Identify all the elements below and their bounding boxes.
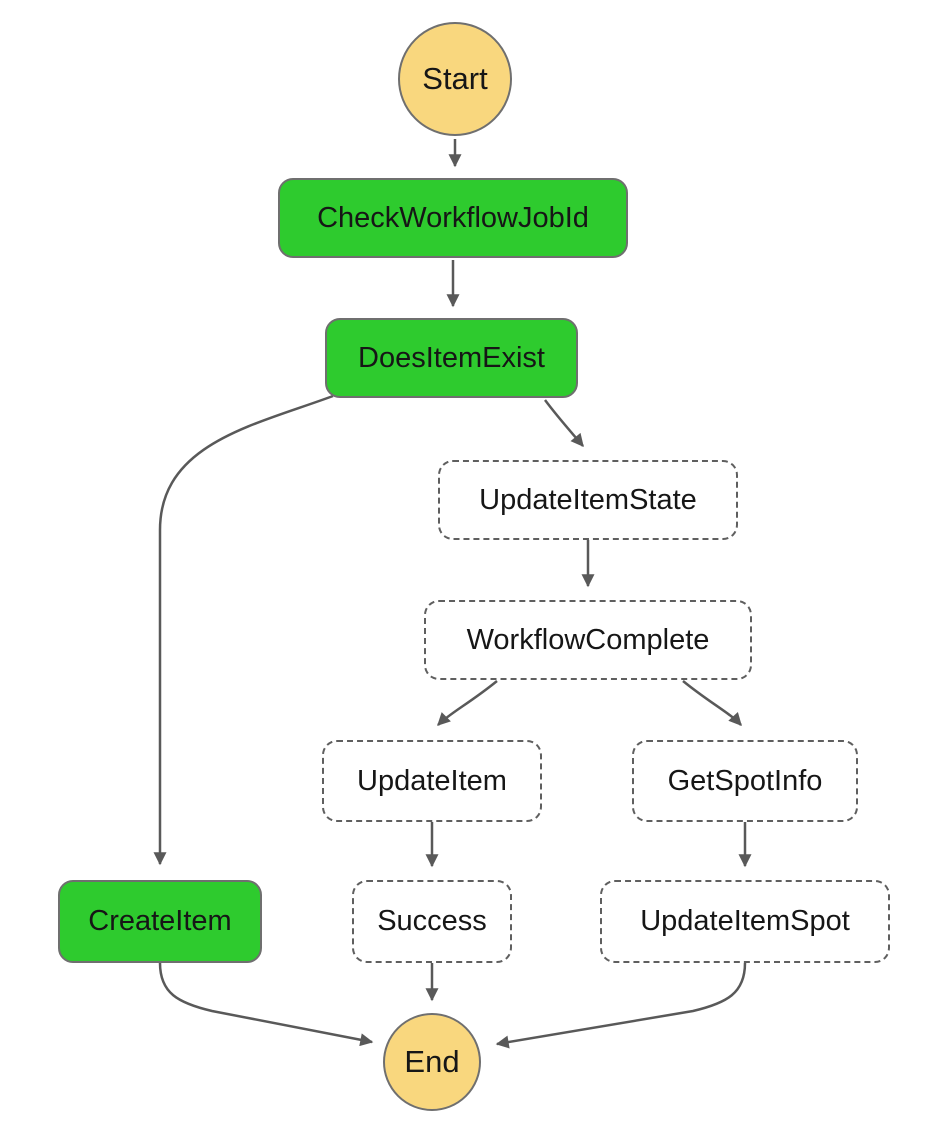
node-doesitemexist[interactable]: DoesItemExist xyxy=(325,318,578,398)
node-getspotinfo[interactable]: GetSpotInfo xyxy=(632,740,858,822)
node-createitem[interactable]: CreateItem xyxy=(58,880,262,963)
edge-doesitemexist-to-createitem xyxy=(153,394,334,866)
node-workflowcomplete[interactable]: WorkflowComplete xyxy=(424,600,752,680)
node-updateitemstate[interactable]: UpdateItemState xyxy=(438,460,738,540)
node-updateitemstate-label: UpdateItemState xyxy=(479,483,697,516)
edge-doesitemexist-to-updateitemstate xyxy=(544,399,584,447)
node-updateitemspot-label: UpdateItemSpot xyxy=(640,905,850,937)
node-success[interactable]: Success xyxy=(352,880,512,963)
node-createitem-label: CreateItem xyxy=(88,905,232,937)
node-checkworkflowjobid[interactable]: CheckWorkflowJobId xyxy=(278,178,628,258)
node-updateitemspot[interactable]: UpdateItemSpot xyxy=(600,880,890,963)
node-end[interactable]: End xyxy=(383,1013,481,1111)
edge-createitem-to-end xyxy=(158,962,374,1047)
edge-workflowcomplete-to-updateitem xyxy=(437,680,498,726)
edge-workflowcomplete-to-getspotinfo xyxy=(682,680,742,726)
node-updateitem-label: UpdateItem xyxy=(357,764,507,797)
node-getspotinfo-label: GetSpotInfo xyxy=(667,764,823,797)
node-workflowcomplete-label: WorkflowComplete xyxy=(466,623,710,656)
node-end-label: End xyxy=(404,1044,460,1079)
node-start[interactable]: Start xyxy=(398,22,512,136)
node-updateitem[interactable]: UpdateItem xyxy=(322,740,542,822)
node-checkworkflowjobid-label: CheckWorkflowJobId xyxy=(317,201,589,234)
node-doesitemexist-label: DoesItemExist xyxy=(358,341,545,374)
edge-updateitemspot-to-end xyxy=(495,962,747,1049)
node-success-label: Success xyxy=(377,905,487,937)
node-start-label: Start xyxy=(422,61,488,96)
